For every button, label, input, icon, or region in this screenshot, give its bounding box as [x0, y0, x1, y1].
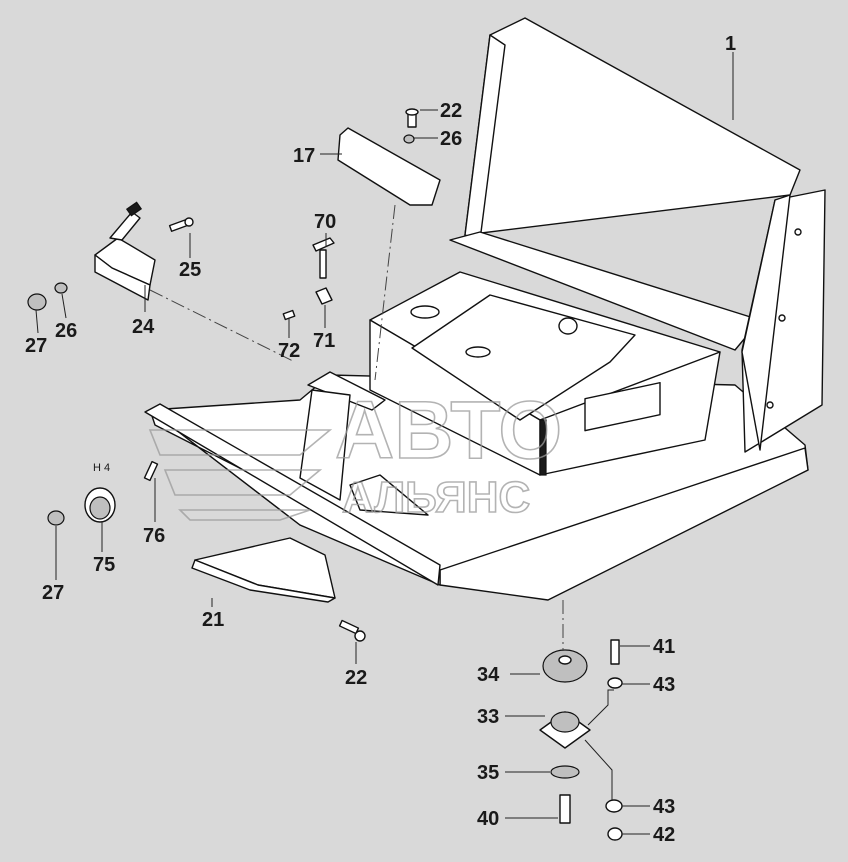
callout-76: 76 — [143, 525, 165, 547]
callout-40: 40 — [477, 808, 499, 830]
pedal-bracket — [299, 371, 429, 516]
watermark-logo: АВТО АЛЬЯНС — [148, 384, 563, 523]
callout-h4: H 4 — [93, 462, 110, 474]
rear-panel — [449, 17, 826, 453]
valve-block-24 — [94, 201, 156, 301]
callout-26-top: 26 — [440, 128, 462, 150]
bolt-22-lower — [338, 619, 366, 642]
callout-21: 21 — [202, 609, 224, 631]
callout-70: 70 — [314, 211, 336, 233]
parts-70-71-72 — [282, 237, 335, 321]
callout-27-bottom: 27 — [42, 582, 64, 604]
callout-27-top: 27 — [25, 335, 47, 357]
callout-75: 75 — [93, 554, 115, 576]
vibration-mounts — [539, 639, 623, 841]
callout-34: 34 — [477, 664, 500, 686]
callout-35: 35 — [477, 762, 499, 784]
watermark-line-1: АВТО — [335, 385, 562, 476]
seat-box — [369, 271, 721, 476]
callout-labels: 1 22 26 17 70 25 24 26 27 72 71 H 4 76 7… — [25, 33, 736, 846]
callout-24: 24 — [132, 316, 155, 338]
lamp-75 — [47, 460, 159, 526]
callout-43-bottom: 43 — [653, 796, 675, 818]
cover-plate-17 — [337, 127, 441, 206]
callout-1: 1 — [725, 33, 736, 55]
callout-22-bottom: 22 — [345, 667, 367, 689]
center-lines — [149, 204, 564, 650]
callout-71: 71 — [313, 330, 335, 352]
watermark-line-2: АЛЬЯНС — [342, 473, 530, 522]
nut-washer-left — [27, 282, 68, 311]
bracket-21 — [191, 537, 336, 603]
callout-22-top: 22 — [440, 100, 462, 122]
callout-25: 25 — [179, 259, 201, 281]
callout-17: 17 — [293, 145, 315, 167]
callout-43-top: 43 — [653, 674, 675, 696]
callout-41: 41 — [653, 636, 675, 658]
bolt-22-upper — [403, 108, 419, 144]
callout-72: 72 — [278, 340, 300, 362]
bolt-25 — [168, 217, 194, 232]
front-crossbar — [144, 403, 441, 586]
callout-42: 42 — [653, 824, 675, 846]
callout-33: 33 — [477, 706, 499, 728]
callout-26-left: 26 — [55, 320, 77, 342]
leader-lines — [35, 52, 734, 835]
